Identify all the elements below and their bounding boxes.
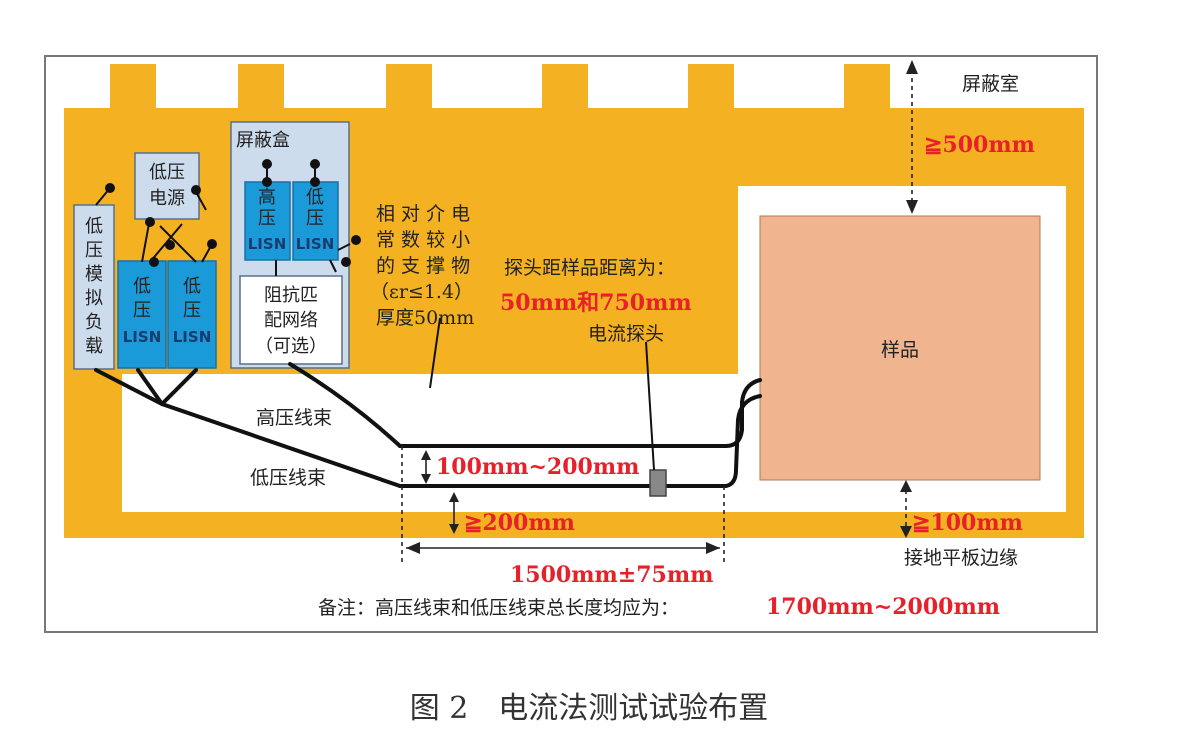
figure-caption: 图 2 电流法测试试验布置 (410, 691, 769, 726)
hv-lisn-a-char-1: 高 (258, 187, 276, 208)
lv-load-char-3: 模 (85, 264, 103, 285)
lv-load-char-5: 负 (85, 312, 103, 333)
dielectric-label-1: 相 对 介 电 (376, 203, 470, 225)
probe-leader-line (645, 341, 655, 471)
sample-box (759, 215, 1041, 481)
lv-load-char-2: 压 (85, 240, 103, 261)
impedance-network-box (239, 275, 343, 365)
lv-lisn-b-char-2: 压 (183, 300, 201, 321)
lv-power-box (134, 152, 200, 220)
shield-room-label: 屏蔽室 (962, 73, 1019, 95)
dist-100-label: ≧100mm (912, 510, 1023, 536)
hv-harness-line (398, 378, 762, 448)
lv-lisn-a-name: LISN (123, 328, 162, 346)
current-probe (649, 469, 667, 497)
dist-500-label: ≧500mm (924, 132, 1035, 158)
ground-edge-label: 接地平板边缘 (904, 547, 1018, 569)
lv-load-char-4: 拟 (85, 288, 103, 309)
probe-distance-text: 探头距样品距离为： (504, 257, 675, 279)
hv-lisn-b-char-2: 压 (306, 208, 324, 229)
hv-harness-label: 高压线束 (256, 407, 332, 429)
lv-lisn-a (117, 260, 167, 369)
dist-100-200-label: 100mm~200mm (436, 454, 639, 480)
shield-box-label: 屏蔽盒 (236, 130, 290, 151)
dist-200-label: ≧200mm (464, 510, 575, 536)
hv-lisn-a-char-2: 压 (258, 208, 276, 229)
dielectric-leader-line (429, 317, 441, 389)
dimension-lines (401, 60, 918, 564)
hv-lisn-a-name: LISN (248, 235, 287, 253)
dielectric-label-2: 常 数 较 小 (376, 229, 470, 251)
hv-lisn-b-char-1: 低 (306, 187, 324, 208)
current-probe-label: 电流探头 (588, 323, 664, 345)
impedance-label-3: （可选） (255, 336, 327, 357)
lv-load-char-1: 低 (85, 216, 103, 237)
dielectric-label-3: 的 支 撑 物 (376, 255, 470, 277)
lv-lisn-b-char-1: 低 (183, 276, 201, 297)
lv-harness-label: 低压线束 (250, 467, 326, 489)
dielectric-label-4: （εr≤1.4） (370, 281, 473, 303)
lv-load-box (73, 204, 115, 370)
probe-distance-value: 50mm和750mm (500, 290, 692, 316)
note-value: 1700mm~2000mm (766, 594, 1000, 620)
lv-harness-line (398, 394, 762, 488)
length-1500-label: 1500mm±75mm (510, 562, 713, 588)
hv-lisn-b-name: LISN (296, 235, 335, 253)
note-prefix: 备注：高压线束和低压线束总长度均应为： (318, 597, 679, 619)
hv-lisn-b (292, 181, 339, 261)
lv-lisn-a-char-2: 压 (133, 300, 151, 321)
connection-wires (95, 159, 361, 276)
lv-lisn-a-char-1: 低 (133, 276, 151, 297)
lv-lisn-b-name: LISN (173, 328, 212, 346)
sample-label: 样品 (881, 339, 919, 361)
harness-cables (94, 362, 762, 488)
lv-lisn-b (167, 260, 217, 369)
impedance-label-1: 阻抗匹 (264, 285, 318, 306)
lv-load-char-6: 载 (85, 336, 103, 357)
impedance-label-2: 配网络 (264, 310, 318, 331)
lv-power-label-1: 低压 (149, 162, 185, 183)
lv-power-label-2: 电源 (149, 188, 185, 209)
dielectric-label-5: 厚度50mm (376, 307, 474, 329)
